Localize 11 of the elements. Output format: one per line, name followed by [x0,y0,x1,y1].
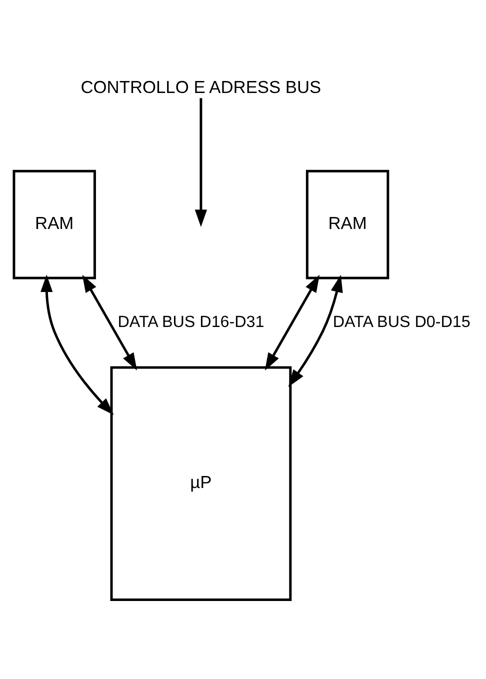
arrow [194,98,207,228]
arrow [40,274,114,416]
node-box: RAM [12,170,96,280]
node-text: CONTROLLO E ADRESS BUS [80,77,321,98]
edge-label: DATA BUS D16-D31 [117,312,264,331]
edge-label: DATA BUS D0-D15 [332,312,470,331]
arrow [264,274,320,370]
node-box: µP [110,366,292,602]
arrow [288,274,342,387]
arrow [82,274,136,370]
node-box: RAM [305,170,389,280]
